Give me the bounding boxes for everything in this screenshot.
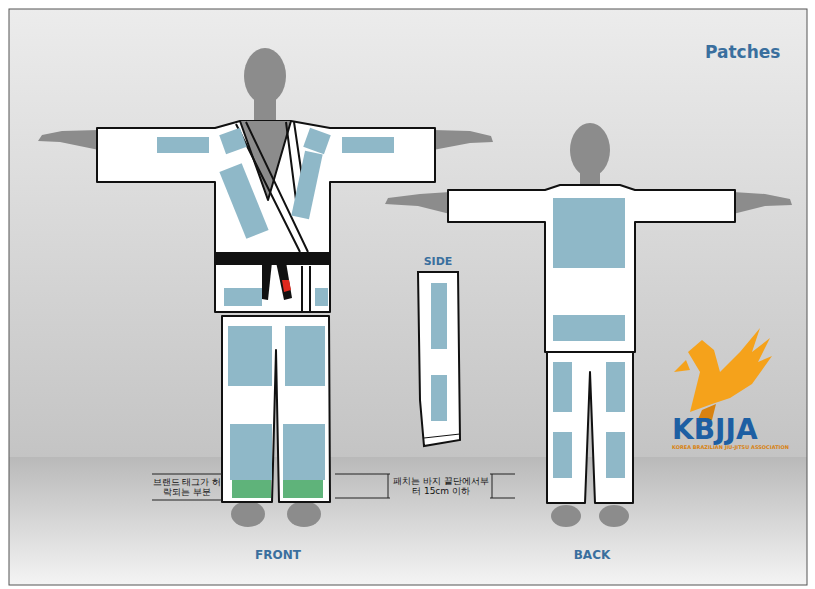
eagle-logo — [674, 328, 772, 424]
side-pants — [418, 272, 460, 446]
dimension-bracket — [152, 474, 515, 500]
note-text: 패치는 바지 끝단에서부터 15cm 이하 — [393, 476, 489, 497]
brand-tag-area — [283, 480, 323, 498]
view-label: SIDE — [424, 256, 453, 269]
brand-tag-area — [232, 480, 271, 498]
frame — [9, 9, 807, 585]
view-label: BACK — [574, 549, 611, 563]
note-text: 브랜드 태그가 허락되는 부분 — [152, 477, 222, 498]
patch-areas — [157, 128, 394, 480]
floor — [9, 457, 807, 585]
page-title: Patches — [705, 43, 780, 63]
backdrop — [9, 9, 807, 457]
logo-subtitle: KOREA BRAZILIAN JIU-JITSU ASSOCIATION — [672, 445, 790, 451]
logo-text: KBJJA — [672, 414, 758, 446]
view-label: FRONT — [255, 549, 301, 563]
back-figure — [385, 123, 792, 527]
front-figure — [38, 48, 493, 527]
